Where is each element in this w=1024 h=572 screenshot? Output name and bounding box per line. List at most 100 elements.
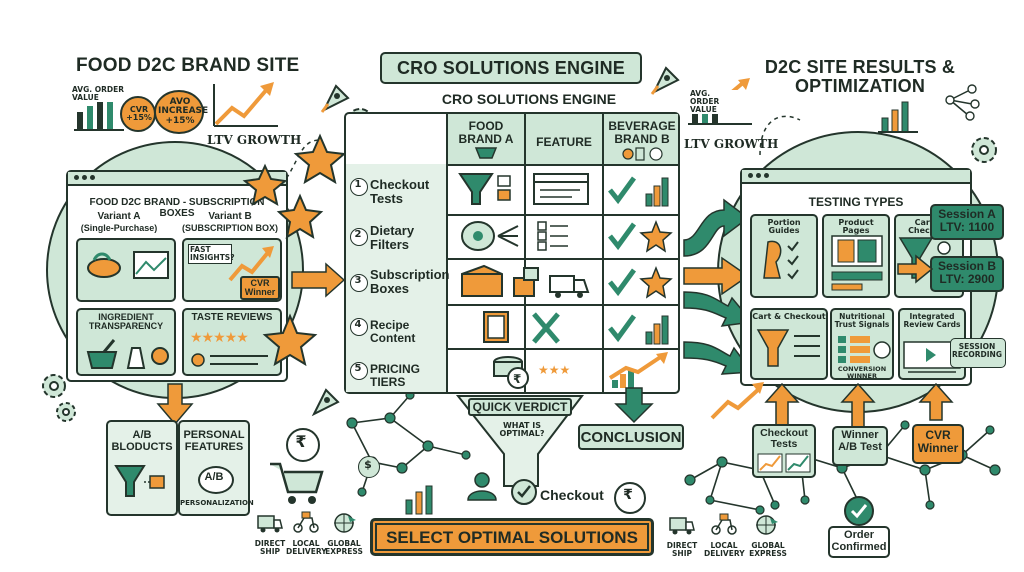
- portion-guides-card[interactable]: Portion Guides: [750, 214, 818, 298]
- cro-subtitle: CRO SOLUTIONS ENGINE: [441, 91, 617, 107]
- local-delivery-label: LOCAL DELIVERY: [286, 539, 327, 556]
- rupee-icon: ₹: [286, 428, 320, 462]
- local-delivery-icon: [293, 511, 319, 533]
- left-ltv-label: LTV GROWTH: [207, 133, 302, 147]
- row-divider-2: [346, 258, 678, 260]
- star-rating-icon: ★★★★★: [190, 330, 249, 346]
- cvr-badge-text: CVR +15%: [126, 105, 152, 123]
- user-check-icon: [467, 472, 537, 505]
- check-star-icon: [608, 265, 673, 299]
- trend-bar-icon: [608, 352, 668, 388]
- food-bowl-icon: [87, 252, 121, 278]
- brain-icon: [461, 221, 568, 251]
- order-check-icon: [844, 496, 874, 526]
- growth-arrow-icon: [228, 246, 274, 282]
- mini-charts-icon: [757, 453, 811, 473]
- cro-banner-title: CRO SOLUTIONS ENGINE: [396, 58, 625, 78]
- row-number-badge: 5: [350, 362, 368, 380]
- checkout-label: Checkout: [540, 487, 604, 503]
- right-title: D2C SITE RESULTS & OPTIMIZATION: [764, 57, 956, 96]
- table-row[interactable]: 1 Checkout Tests: [346, 164, 678, 214]
- row-number-badge: 3: [350, 274, 368, 292]
- session-b-box[interactable]: Session B LTV: 2900: [930, 256, 1004, 292]
- direct-ship-icon: [257, 515, 283, 533]
- cvr-winner-right-card[interactable]: CVR Winner: [912, 424, 964, 464]
- taste-reviews-card[interactable]: TASTE REVIEWS ★★★★★: [182, 308, 282, 376]
- row-number-badge: 2: [350, 228, 368, 246]
- row-label: Checkout Tests: [370, 177, 430, 206]
- check-star-icon: [608, 219, 673, 253]
- left-trend-arrow-icon: [213, 82, 278, 127]
- left-aov-label: AVG. ORDER VALUE: [72, 86, 132, 102]
- global-express-icon: [334, 513, 356, 533]
- table-row[interactable]: 5 PRICING TIERS ₹ ★★★: [346, 350, 678, 392]
- rocket-icon-3: [311, 388, 340, 417]
- left-title: FOOD D2C BRAND SITE: [76, 55, 300, 76]
- fast-insights-label: FAST INSIGHTS?: [188, 244, 235, 264]
- global-express-label: GLOBAL EXPRESS: [325, 539, 363, 556]
- conclusion-label: CONCLUSION: [580, 429, 682, 446]
- ingredient-label: INGREDIENT TRANSPARENCY: [88, 312, 164, 332]
- table-row[interactable]: 3 Subscription Boxes: [346, 260, 678, 304]
- session-recording-box[interactable]: SESSION RECORDING: [950, 338, 1006, 368]
- left-browser-window: FOOD D2C BRAND - SUBSCRIPTION BOXES Vari…: [66, 170, 288, 382]
- row-label: PRICING TIERS: [370, 362, 421, 389]
- order-confirmed-box[interactable]: Order Confirmed: [828, 526, 890, 558]
- checkout-window-icon: [533, 173, 589, 205]
- select-optimal-label: SELECT OPTIMAL SOLUTIONS: [386, 528, 638, 547]
- variant-b-card[interactable]: FAST INSIGHTS? CVR Winner: [182, 238, 282, 302]
- testing-types-label: TESTING TYPES: [808, 195, 904, 209]
- funnel-list-icon: [756, 329, 820, 367]
- ab-products-card[interactable]: A/B BLODUCTS: [106, 420, 178, 516]
- left-window-title: FOOD D2C BRAND - SUBSCRIPTION BOXES: [89, 197, 265, 219]
- variant-b-label: Variant B: [208, 211, 252, 222]
- avo-badge-text: AVO INCREASE +15%: [158, 97, 209, 126]
- checkout-tests-card[interactable]: Checkout Tests: [752, 424, 816, 478]
- conclusion-box[interactable]: CONCLUSION: [578, 424, 684, 450]
- direct-ship-label-right: DIRECT SHIP: [666, 541, 698, 558]
- gear-icon-right: [971, 137, 997, 163]
- checklist-icon: [838, 336, 891, 363]
- direct-ship-icon-right: [669, 517, 695, 535]
- select-optimal-button[interactable]: SELECT OPTIMAL SOLUTIONS: [370, 518, 654, 556]
- check-bar-icon: [608, 176, 669, 207]
- local-delivery-icon-right: [711, 513, 737, 535]
- col-food-brand-a: FOOD BRAND A: [458, 119, 514, 146]
- winner-ab-test-card[interactable]: Winner A/B Test: [832, 426, 888, 466]
- row-label: Recipe Content: [370, 318, 416, 345]
- user-review-icon: [191, 353, 268, 367]
- cvr-badge: CVR +15%: [120, 96, 156, 132]
- cro-banner: CRO SOLUTIONS ENGINE: [380, 52, 642, 84]
- row-number-badge: 1: [350, 178, 368, 196]
- ab-badge-icon: A/B: [198, 466, 234, 494]
- product-image-icon: [831, 235, 883, 291]
- funnel-icon: [458, 173, 511, 205]
- nutritional-trust-card[interactable]: Nutritional Trust Signals CONVERSION WIN…: [830, 308, 894, 380]
- rocket-icon-2: [650, 66, 680, 95]
- image-icon: [133, 251, 169, 279]
- table-row[interactable]: 2 Dietary Filters: [346, 214, 678, 258]
- cart-checkout-card-2[interactable]: Cart & Checkout: [750, 308, 828, 380]
- personal-features-card[interactable]: PERSONAL FEATURES A/B PERSONALIZATION: [178, 420, 254, 516]
- session-a-box[interactable]: Session A LTV: 1100: [930, 204, 1004, 240]
- dollar-icon: $: [358, 456, 380, 478]
- local-delivery-label-right: LOCAL DELIVERY: [704, 541, 745, 558]
- box-truck-icon: [461, 264, 590, 298]
- col-feature: FEATURE: [536, 135, 592, 149]
- row-divider-1: [346, 214, 678, 216]
- svg-text:₹: ₹: [513, 372, 521, 386]
- check-bar-icon: [608, 314, 669, 345]
- what-optimal-label: WHAT IS OPTIMAL?: [499, 421, 545, 439]
- table-row[interactable]: 4 Recipe Content: [346, 306, 678, 348]
- variant-b-sub: (SUBSCRIPTION BOX): [181, 223, 278, 233]
- ingredient-card[interactable]: INGREDIENT TRANSPARENCY: [76, 308, 176, 376]
- variant-a-card[interactable]: [76, 238, 176, 302]
- variant-a-sub: (Single-Purchase): [80, 223, 158, 233]
- product-pages-card[interactable]: Product Pages: [822, 214, 890, 298]
- gear-icon-left: [42, 374, 76, 422]
- right-top-bar-chart: [878, 101, 918, 133]
